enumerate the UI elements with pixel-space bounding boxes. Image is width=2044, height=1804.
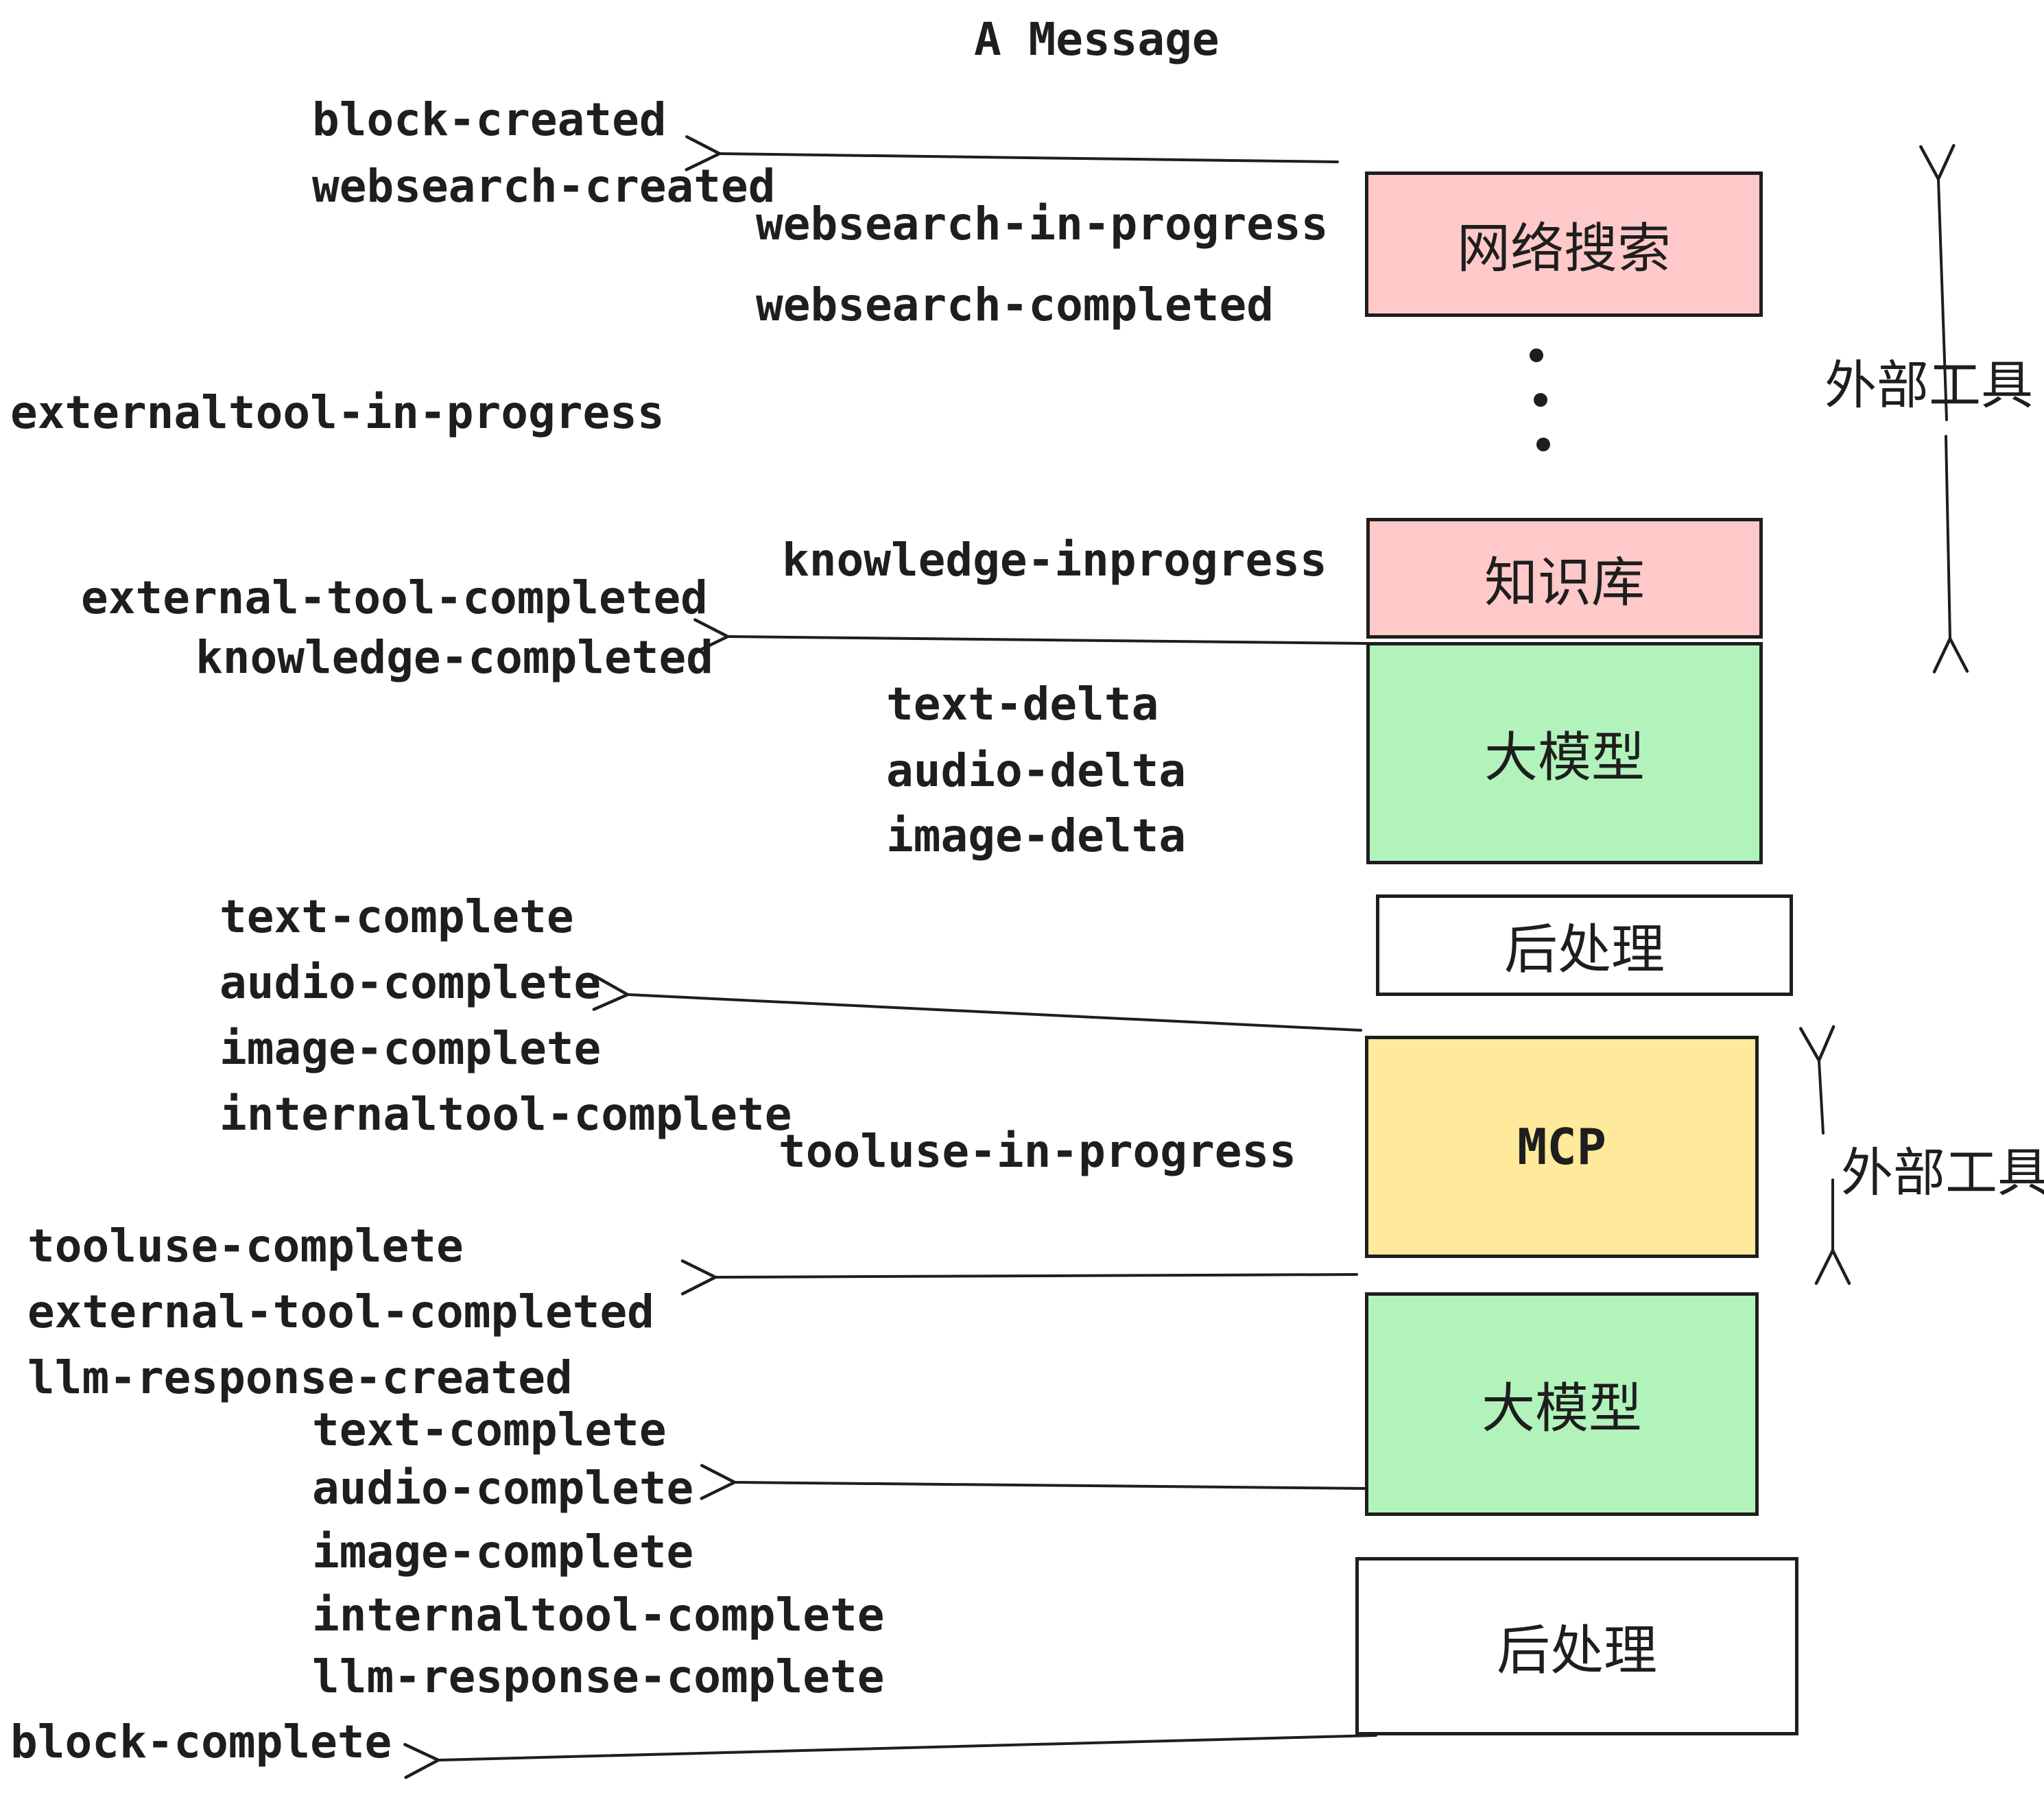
arrow-mcp-to-tooluse-complete bbox=[680, 1259, 1358, 1296]
box-llm-2: 大模型 bbox=[1365, 1292, 1759, 1516]
arrow-post1-to-image-complete bbox=[592, 975, 1362, 1032]
ellipsis-dot-1 bbox=[1530, 348, 1543, 362]
event-label-5-knowledge-inprogress: knowledge-inprogress bbox=[782, 534, 1327, 586]
event-label-9-audio-delta: audio-delta bbox=[886, 744, 1187, 797]
ellipsis-dot-2 bbox=[1534, 393, 1547, 407]
event-label-24-block-complete: block-complete bbox=[10, 1716, 392, 1768]
event-label-13-image-complete: image-complete bbox=[219, 1022, 602, 1075]
event-label-21-image-complete: image-complete bbox=[312, 1526, 694, 1578]
event-label-7-knowledge-completed: knowledge-completed bbox=[195, 631, 713, 684]
event-label-8-text-delta: text-delta bbox=[886, 678, 1159, 731]
event-label-23-llm-response-complete: llm-response-complete bbox=[312, 1650, 885, 1703]
arrow-knowledge-to-completed bbox=[693, 618, 1368, 654]
event-label-22-internaltool-complete: internaltool-complete bbox=[312, 1589, 885, 1641]
box-post-1: 后处理 bbox=[1376, 894, 1793, 996]
arrow-websearch-to-created bbox=[685, 135, 1339, 171]
event-label-14-internaltool-complete: internaltool-complete bbox=[219, 1088, 792, 1141]
box-label-llm-2: 大模型 bbox=[1481, 1378, 1642, 1438]
box-post-2: 后处理 bbox=[1355, 1557, 1798, 1735]
arrow-post2-to-block-complete bbox=[403, 1734, 1377, 1779]
side-label-external-tools-1: 外部工具 bbox=[1825, 357, 2033, 415]
event-label-4-externaltool-in-progress: externaltool-in-progress bbox=[10, 386, 665, 439]
event-label-11-text-complete: text-complete bbox=[219, 890, 574, 943]
diagram-title: A Message bbox=[974, 13, 1220, 66]
event-label-18-llm-response-created: llm-response-created bbox=[27, 1351, 573, 1404]
arrow-external-tools-down-1 bbox=[1932, 435, 1969, 674]
event-label-6-external-tool-completed: external-tool-completed bbox=[81, 571, 708, 624]
arrow-llm2-to-audio-complete bbox=[700, 1464, 1368, 1500]
ellipsis-dot-3 bbox=[1536, 438, 1550, 451]
event-label-0-block-created: block-created bbox=[312, 93, 667, 146]
event-label-17-external-tool-completed: external-tool-completed bbox=[27, 1285, 654, 1338]
event-label-3-websearch-completed: websearch-completed bbox=[756, 278, 1274, 331]
event-label-16-tooluse-complete: tooluse-complete bbox=[27, 1220, 464, 1272]
box-label-post-2: 后处理 bbox=[1496, 1620, 1657, 1681]
event-label-15-tooluse-in-progress: tooluse-in-progress bbox=[779, 1125, 1296, 1178]
event-label-10-image-delta: image-delta bbox=[886, 809, 1187, 862]
box-label-knowledge: 知识库 bbox=[1484, 552, 1645, 613]
side-label-external-tools-2: 外部工具 bbox=[1841, 1144, 2044, 1202]
box-mcp: MCP bbox=[1365, 1036, 1759, 1258]
box-label-mcp: MCP bbox=[1517, 1118, 1607, 1176]
box-websearch: 网络搜索 bbox=[1365, 171, 1763, 317]
event-label-2-websearch-in-progress: websearch-in-progress bbox=[756, 198, 1329, 250]
box-label-llm-1: 大模型 bbox=[1484, 727, 1645, 787]
event-label-20-audio-complete: audio-complete bbox=[312, 1462, 694, 1515]
arrow-external-tools-up-2 bbox=[1798, 1025, 1835, 1135]
box-label-post-1: 后处理 bbox=[1504, 919, 1665, 980]
event-label-12-audio-complete: audio-complete bbox=[219, 956, 602, 1009]
event-label-19-text-complete: text-complete bbox=[312, 1403, 667, 1456]
box-llm-1: 大模型 bbox=[1366, 642, 1763, 864]
event-label-1-websearch-created: websearch-created bbox=[312, 160, 776, 213]
box-knowledge: 知识库 bbox=[1366, 518, 1763, 639]
box-label-websearch: 网络搜索 bbox=[1456, 218, 1671, 278]
